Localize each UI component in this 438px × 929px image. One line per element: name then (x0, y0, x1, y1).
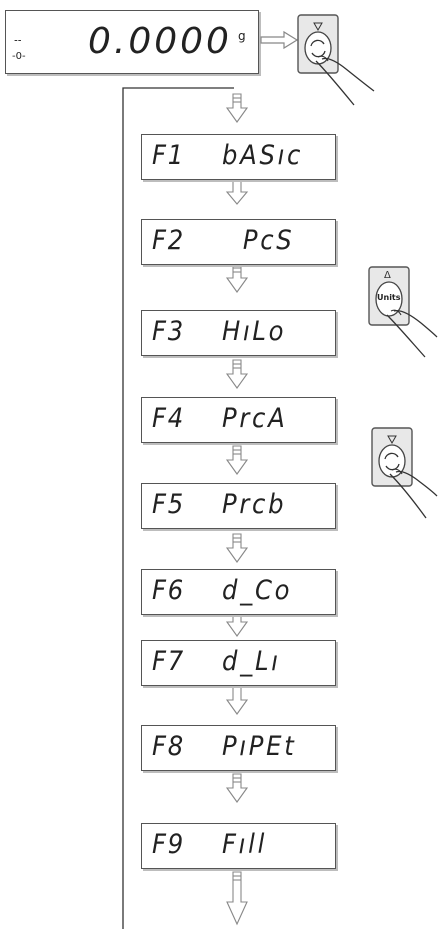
menu-item-f5: F5 Prcb (141, 483, 336, 529)
menu-name: PrcA (222, 403, 287, 434)
units-key-arrow: Δ (384, 270, 391, 281)
menu-item-f7: F7 d_Lı (141, 640, 336, 686)
menu-item-f1: F1 bASıc (141, 134, 336, 180)
menu-code: F3 (152, 316, 185, 347)
units-key-icon[interactable]: Δ Units (367, 265, 438, 361)
menu-name: Prcb (222, 489, 286, 520)
menu-name: d_Co (222, 575, 292, 606)
menu-item-f9: F9 Fıll (141, 823, 336, 869)
menu-name: PcS (222, 225, 294, 256)
menu-name: PıPEt (222, 731, 296, 762)
menu-code: F1 (152, 140, 185, 171)
menu-code: F5 (152, 489, 185, 520)
menu-item-f2: F2 PcS (141, 219, 336, 265)
menu-item-f6: F6 d_Co (141, 569, 336, 615)
menu-name: bASıc (222, 140, 303, 171)
menu-code: F9 (152, 829, 185, 860)
menu-code: F8 (152, 731, 185, 762)
menu-code: F6 (152, 575, 185, 606)
menu-code: F4 (152, 403, 185, 434)
menu-name: d_Lı (222, 646, 281, 677)
menu-name: HıLo (222, 316, 286, 347)
enter-key-icon-2[interactable] (370, 426, 438, 522)
menu-code: F2 (152, 225, 185, 256)
menu-item-f3: F3 HıLo (141, 310, 336, 356)
menu-item-f4: F4 PrcA (141, 397, 336, 443)
menu-name: Fıll (222, 829, 267, 860)
menu-item-f8: F8 PıPEt (141, 725, 336, 771)
units-key-label: Units (377, 293, 401, 302)
menu-code: F7 (152, 646, 185, 677)
